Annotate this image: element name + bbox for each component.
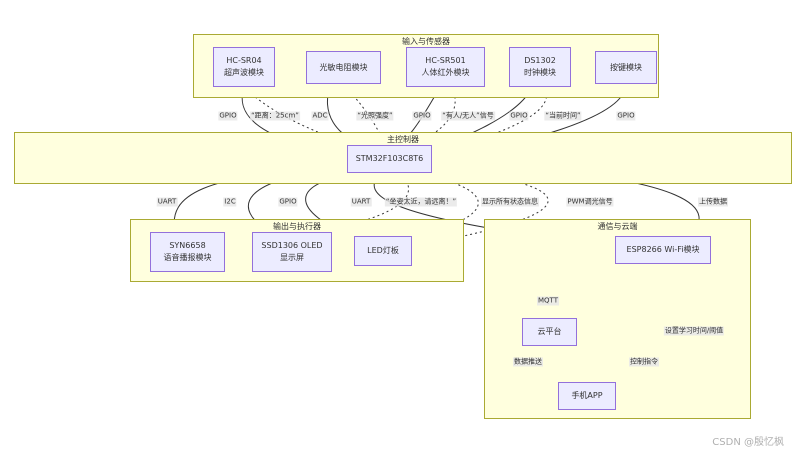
node-led-panel[interactable]: LED灯板 — [354, 236, 412, 266]
node-hc-sr04[interactable]: HC-SR04 超声波模块 — [213, 47, 275, 87]
edge-label-distance: “距离：25cm” — [250, 111, 300, 121]
edge-label-light-intensity: “光照强度” — [356, 111, 394, 121]
node-cloud-line1: 云平台 — [537, 327, 562, 336]
edge-label-show-status: 显示所有状态信息 — [481, 197, 539, 207]
node-syn6658[interactable]: SYN6658 语音播报模块 — [150, 232, 225, 272]
edge-label-current-time: “当前时间” — [544, 111, 582, 121]
cluster-title-output: 输出与执行器 — [273, 222, 321, 231]
edge-label-i2c: I2C — [223, 197, 237, 207]
edge-label-upload: 上传数据 — [698, 197, 728, 207]
edge-label-gpio-hcsr501: GPIO — [412, 111, 432, 121]
node-button-module[interactable]: 按键模块 — [595, 51, 657, 84]
node-hc-sr501-line2: 人体红外模块 — [421, 68, 470, 77]
node-hc-sr501-line1: HC-SR501 — [425, 56, 466, 65]
edge-label-gpio-button: GPIO — [616, 111, 636, 121]
node-hc-sr04-line2: 超声波模块 — [224, 68, 264, 77]
edge-stm32-led-pwm — [411, 167, 549, 249]
node-light-sensor[interactable]: 光敏电阻模块 — [306, 51, 381, 84]
node-light-sensor-line1: 光敏电阻模块 — [319, 62, 368, 72]
edge-label-uart-syn6658: UART — [156, 197, 178, 207]
cluster-title-cloud: 通信与云端 — [597, 222, 638, 231]
node-ds1302[interactable]: DS1302 时钟模块 — [509, 47, 571, 87]
node-led-panel-line1: LED灯板 — [367, 246, 399, 255]
node-ds1302-line1: DS1302 — [524, 56, 556, 65]
edge-label-sit-warning: “坐姿太近，请远离！” — [384, 197, 458, 207]
edge-label-control: 控制指令 — [629, 357, 659, 367]
node-ssd1306-oled[interactable]: SSD1306 OLED 显示屏 — [252, 232, 332, 272]
edge-label-uart-esp: UART — [350, 197, 372, 207]
node-mobile-app[interactable]: 手机APP — [558, 382, 616, 410]
node-stm32[interactable]: STM32F103C8T6 — [347, 145, 432, 173]
edge-label-gpio-hcsr04: GPIO — [218, 111, 238, 121]
watermark: CSDN @殷忆枫 — [712, 437, 784, 448]
node-esp8266[interactable]: ESP8266 Wi-Fi模块 — [615, 236, 711, 264]
cluster-title-input: 输入与传感器 — [402, 37, 450, 46]
node-button-module-line1: 按键模块 — [610, 62, 642, 72]
edge-label-gpio-ds1302: GPIO — [509, 111, 529, 121]
edge-label-pwm: PWM调光信号 — [566, 197, 614, 207]
edge-label-adc: ADC — [311, 111, 329, 121]
node-cloud-platform[interactable]: 云平台 — [522, 318, 577, 346]
edge-label-mqtt: MQTT — [537, 296, 559, 306]
edge-label-data-push: 数据推送 — [513, 357, 543, 367]
edge-presence-stm32 — [409, 86, 456, 147]
node-syn6658-line2: 语音播报模块 — [163, 253, 212, 262]
node-ds1302-line2: 时钟模块 — [524, 68, 556, 77]
edge-label-settings: 设置学习时间/阈值 — [663, 326, 725, 336]
node-esp8266-line1: ESP8266 Wi-Fi模块 — [626, 245, 700, 254]
node-syn6658-line1: SYN6658 — [169, 241, 206, 250]
edge-label-presence: “有人/无人”信号 — [441, 111, 495, 121]
node-hc-sr04-line1: HC-SR04 — [226, 56, 262, 65]
edge-label-gpio-led: GPIO — [278, 197, 298, 207]
node-oled-line1: SSD1306 OLED — [261, 241, 323, 250]
node-app-line1: 手机APP — [571, 391, 603, 400]
node-hc-sr501[interactable]: HC-SR501 人体红外模块 — [406, 47, 485, 87]
node-stm32-line1: STM32F103C8T6 — [355, 154, 424, 163]
node-oled-line2: 显示屏 — [280, 253, 304, 262]
cluster-title-main: 主控制器 — [387, 135, 419, 144]
